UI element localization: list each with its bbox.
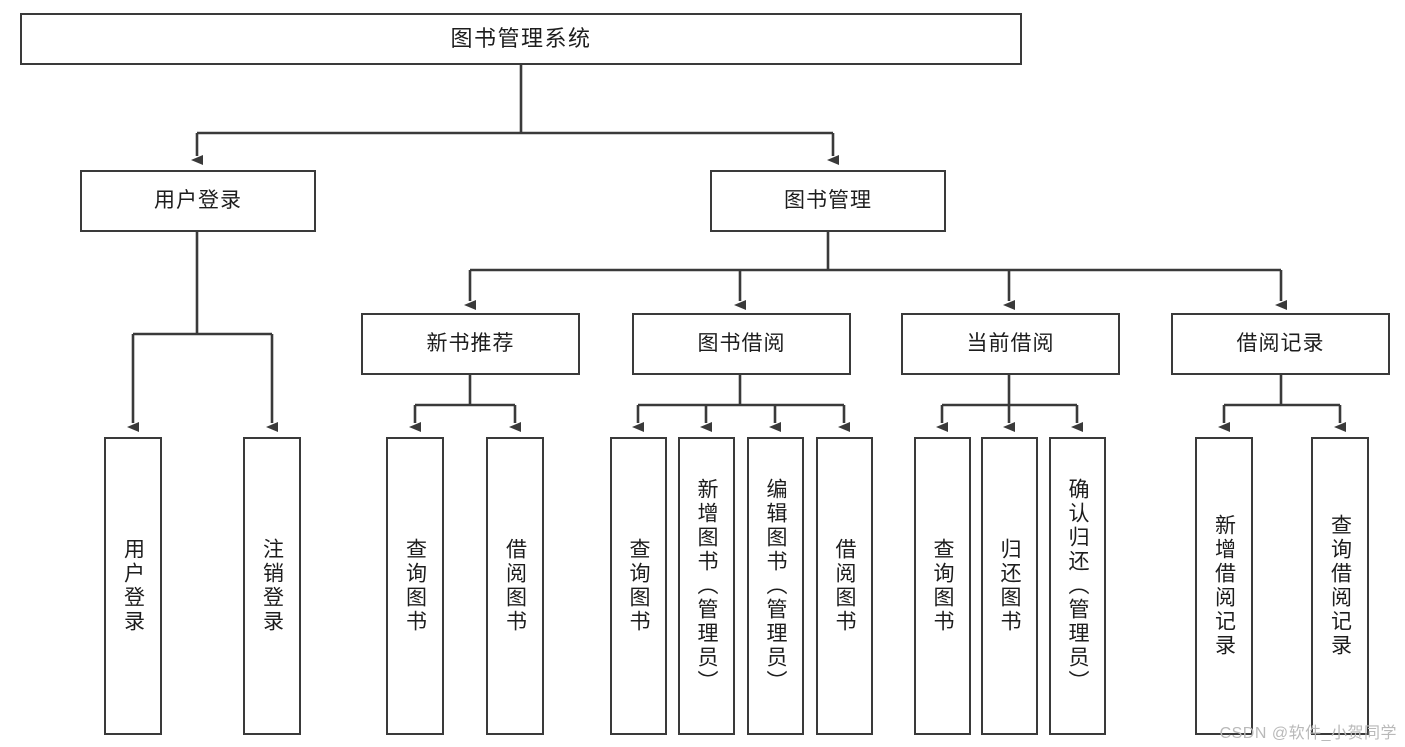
node-leaf-borrow-add-label: 新增图书（管理员） — [695, 478, 718, 694]
node-leaf-borrow-edit-label: 编辑图书（管理员） — [764, 478, 787, 694]
node-root-label: 图书管理系统 — [450, 26, 592, 52]
node-leaf-rec-borrow-label: 借阅图书 — [503, 538, 527, 634]
node-leaf-borrow-query-label: 查询图书 — [627, 538, 650, 634]
node-leaf-rec-borrow[interactable]: 借阅图书 — [486, 437, 544, 735]
node-leaf-cur-confirm-label: 确认归还（管理员） — [1066, 478, 1089, 694]
node-leaf-rec-add[interactable]: 新增借阅记录 — [1195, 437, 1253, 735]
node-book-borrow-label: 图书借阅 — [697, 331, 786, 355]
node-user-login[interactable]: 用户登录 — [80, 170, 316, 232]
node-current-borrow-label: 当前借阅 — [966, 331, 1055, 355]
node-leaf-cur-confirm[interactable]: 确认归还（管理员） — [1049, 437, 1106, 735]
node-leaf-borrow-query[interactable]: 查询图书 — [610, 437, 667, 735]
node-leaf-rec-query[interactable]: 查询图书 — [386, 437, 444, 735]
node-user-login-label: 用户登录 — [154, 188, 242, 212]
node-leaf-rec-query-label: 查询图书 — [403, 538, 427, 634]
node-new-book-rec[interactable]: 新书推荐 — [361, 313, 580, 375]
node-leaf-borrow-lend-label: 借阅图书 — [833, 538, 856, 634]
node-leaf-cur-query-label: 查询图书 — [931, 538, 954, 634]
node-leaf-rec-add-label: 新增借阅记录 — [1212, 514, 1236, 658]
node-leaf-rec-query2[interactable]: 查询借阅记录 — [1311, 437, 1369, 735]
node-leaf-cur-return[interactable]: 归还图书 — [981, 437, 1038, 735]
node-current-borrow[interactable]: 当前借阅 — [901, 313, 1120, 375]
watermark-text: CSDN @软件_小贺同学 — [1219, 725, 1397, 742]
node-borrow-record[interactable]: 借阅记录 — [1171, 313, 1390, 375]
node-book-borrow[interactable]: 图书借阅 — [632, 313, 851, 375]
node-leaf-user-login[interactable]: 用户登录 — [104, 437, 162, 735]
node-leaf-user-logout[interactable]: 注销登录 — [243, 437, 301, 735]
node-leaf-cur-return-label: 归还图书 — [998, 538, 1021, 634]
node-leaf-rec-query2-label: 查询借阅记录 — [1328, 514, 1352, 658]
node-root[interactable]: 图书管理系统 — [20, 13, 1022, 65]
node-new-book-rec-label: 新书推荐 — [426, 331, 515, 355]
node-book-manage[interactable]: 图书管理 — [710, 170, 946, 232]
node-leaf-user-login-label: 用户登录 — [121, 538, 145, 634]
node-leaf-user-logout-label: 注销登录 — [260, 538, 284, 634]
node-leaf-borrow-add[interactable]: 新增图书（管理员） — [678, 437, 735, 735]
node-leaf-cur-query[interactable]: 查询图书 — [914, 437, 971, 735]
node-borrow-record-label: 借阅记录 — [1236, 331, 1325, 355]
node-leaf-borrow-lend[interactable]: 借阅图书 — [816, 437, 873, 735]
node-leaf-borrow-edit[interactable]: 编辑图书（管理员） — [747, 437, 804, 735]
node-book-manage-label: 图书管理 — [784, 188, 872, 212]
